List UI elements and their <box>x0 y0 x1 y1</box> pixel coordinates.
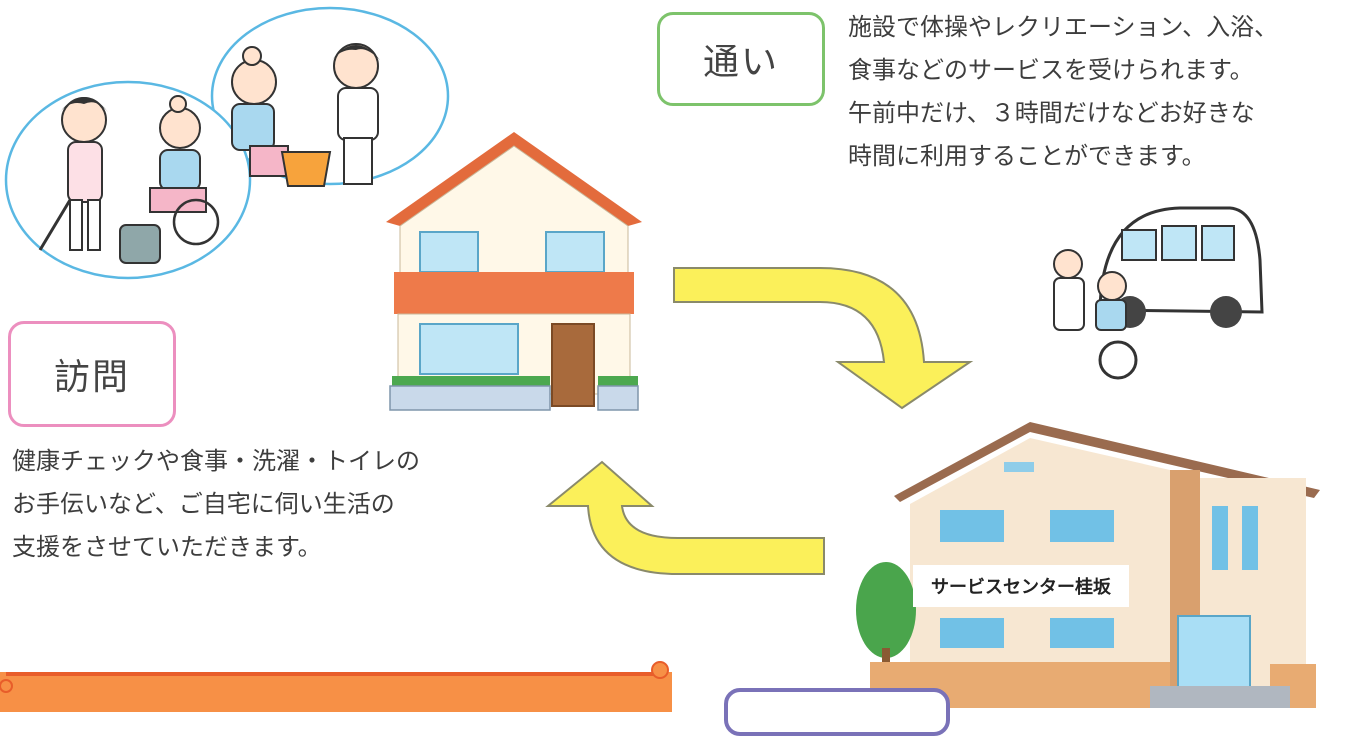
houmon-description: 健康チェックや食事・洗濯・トイレの お手伝いなど、ご自宅に伺い生活の 支援をさせ… <box>12 440 420 569</box>
arrow-to-facility <box>673 267 974 410</box>
kayoi-line: 時間に利用することができます。 <box>848 142 1206 170</box>
van-caregiver-illustration <box>1053 206 1264 380</box>
kayoi-line: 午前中だけ、３時間だけなどお好きな <box>848 99 1255 127</box>
kayoi-description: 施設で体操やレクリエーション、入浴、 食事などのサービスを受けられます。 午前中… <box>848 6 1278 178</box>
houmon-line: 健康チェックや食事・洗濯・トイレの <box>12 447 420 475</box>
kayoi-line: 施設で体操やレクリエーション、入浴、 <box>848 13 1279 41</box>
houmon-line: 支援をさせていただきます。 <box>12 533 322 561</box>
bottom-scroll-banner <box>0 661 672 712</box>
kayoi-label: 通い <box>657 12 825 106</box>
elderly-washing-figure <box>231 46 332 187</box>
arrow-to-home <box>545 460 825 575</box>
home-house-illustration <box>386 132 642 411</box>
kayoi-line: 食事などのサービスを受けられます。 <box>848 56 1254 84</box>
bottom-purple-label-box <box>724 688 950 736</box>
caregiver-vacuum-figure <box>38 97 161 264</box>
service-center-building <box>856 422 1320 708</box>
houmon-line: お手伝いなど、ご自宅に伺い生活の <box>12 490 395 518</box>
houmon-label: 訪問 <box>8 321 176 427</box>
care-illustration-bubbles <box>4 6 450 280</box>
elderly-wheelchair-figure <box>149 95 220 246</box>
facility-name-sign: サービスセンター桂坂 <box>913 565 1129 607</box>
caregiver-cleaning-figure <box>332 43 380 185</box>
